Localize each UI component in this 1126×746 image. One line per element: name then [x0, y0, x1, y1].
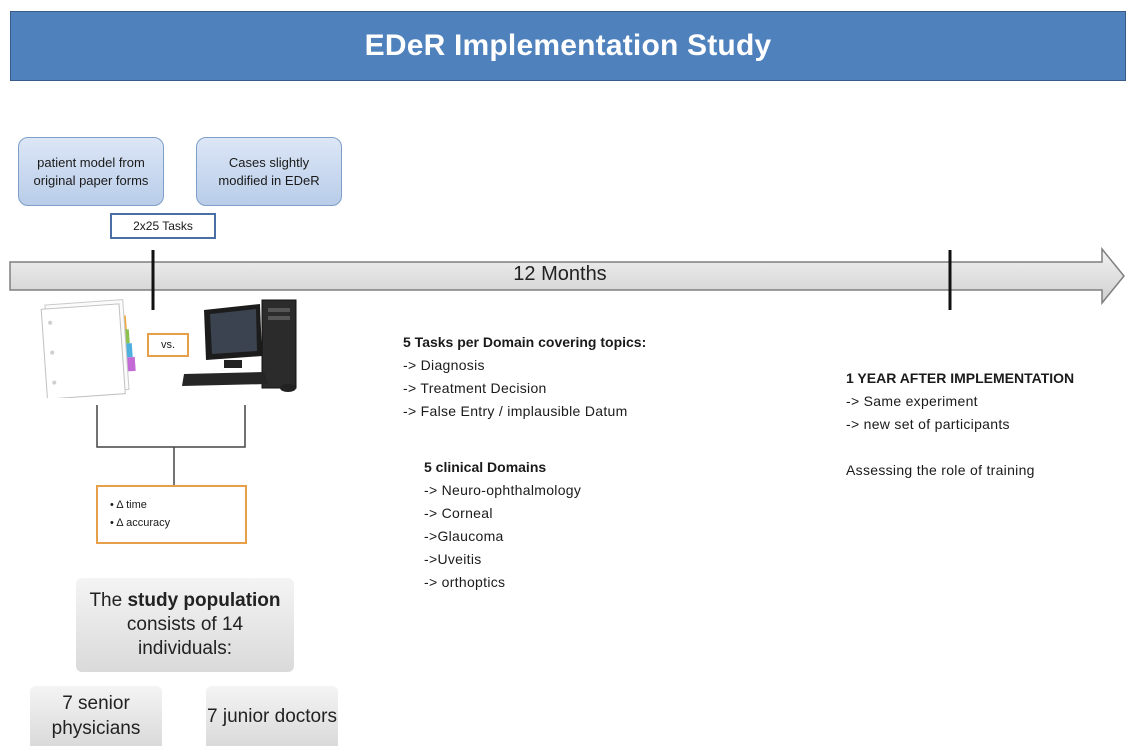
- domains-item: ->Glaucoma: [424, 528, 504, 544]
- domains-section: 5 clinical Domains -> Neuro-ophthalmolog…: [424, 456, 581, 594]
- metrics-box: • Δ time • Δ accuracy: [96, 485, 247, 544]
- patient-model-label: patient model from original paper forms: [33, 154, 149, 188]
- population-rest: consists of 14 individuals:: [126, 614, 244, 659]
- after-note: Assessing the role of training: [846, 462, 1035, 478]
- tasks-heading: 5 Tasks per Domain covering topics:: [403, 334, 647, 350]
- domains-item: -> orthoptics: [424, 574, 506, 590]
- title-banner: EDeR Implementation Study: [10, 11, 1126, 81]
- metric-time: • Δ time: [110, 499, 147, 511]
- patient-model-box: patient model from original paper forms: [18, 137, 164, 206]
- metric-accuracy: • Δ accuracy: [110, 517, 171, 529]
- vs-box: vs.: [147, 333, 189, 357]
- domains-heading: 5 clinical Domains: [424, 459, 547, 475]
- domains-item: ->Uveitis: [424, 551, 482, 567]
- computer-icon: [182, 299, 297, 392]
- cases-modified-box: Cases slightly modified in EDeR: [196, 137, 342, 206]
- population-prefix: The: [89, 590, 123, 611]
- tasks-item: -> False Entry / implausible Datum: [403, 403, 628, 419]
- senior-physicians-box: 7 senior physicians: [30, 686, 162, 746]
- after-heading: 1 YEAR AFTER IMPLEMENTATION: [846, 370, 1075, 386]
- bracket-connector: [96, 405, 246, 487]
- after-item: -> Same experiment: [846, 393, 978, 409]
- cases-modified-label: Cases slightly modified in EDeR: [218, 154, 320, 188]
- timeline-label: 12 Months: [513, 263, 607, 285]
- timeline-arrow: [9, 246, 1125, 310]
- population-bold: study population: [127, 590, 281, 611]
- junior-doctors-box: 7 junior doctors: [206, 686, 338, 746]
- after-implementation-section: 1 YEAR AFTER IMPLEMENTATION -> Same expe…: [846, 367, 1074, 482]
- domains-item: -> Neuro-ophthalmology: [424, 482, 582, 498]
- timeline-arrow-shape: [9, 246, 1125, 306]
- page-title: EDeR Implementation Study: [364, 29, 772, 62]
- tasks-count-box: 2x25 Tasks: [110, 213, 216, 239]
- tasks-count-label: 2x25 Tasks: [133, 219, 193, 233]
- vs-label: vs.: [160, 339, 176, 351]
- senior-physicians-label: 7 senior physicians: [51, 693, 141, 739]
- domains-item: -> Corneal: [424, 505, 493, 521]
- population-box: The study population consists of 14 indi…: [76, 578, 294, 672]
- tasks-item: -> Treatment Decision: [403, 380, 547, 396]
- tasks-item: -> Diagnosis: [403, 357, 485, 373]
- after-item: -> new set of participants: [846, 416, 1010, 432]
- paper-forms-icon: [40, 299, 136, 398]
- junior-doctors-label: 7 junior doctors: [207, 705, 337, 727]
- tasks-section: 5 Tasks per Domain covering topics: -> D…: [403, 331, 646, 423]
